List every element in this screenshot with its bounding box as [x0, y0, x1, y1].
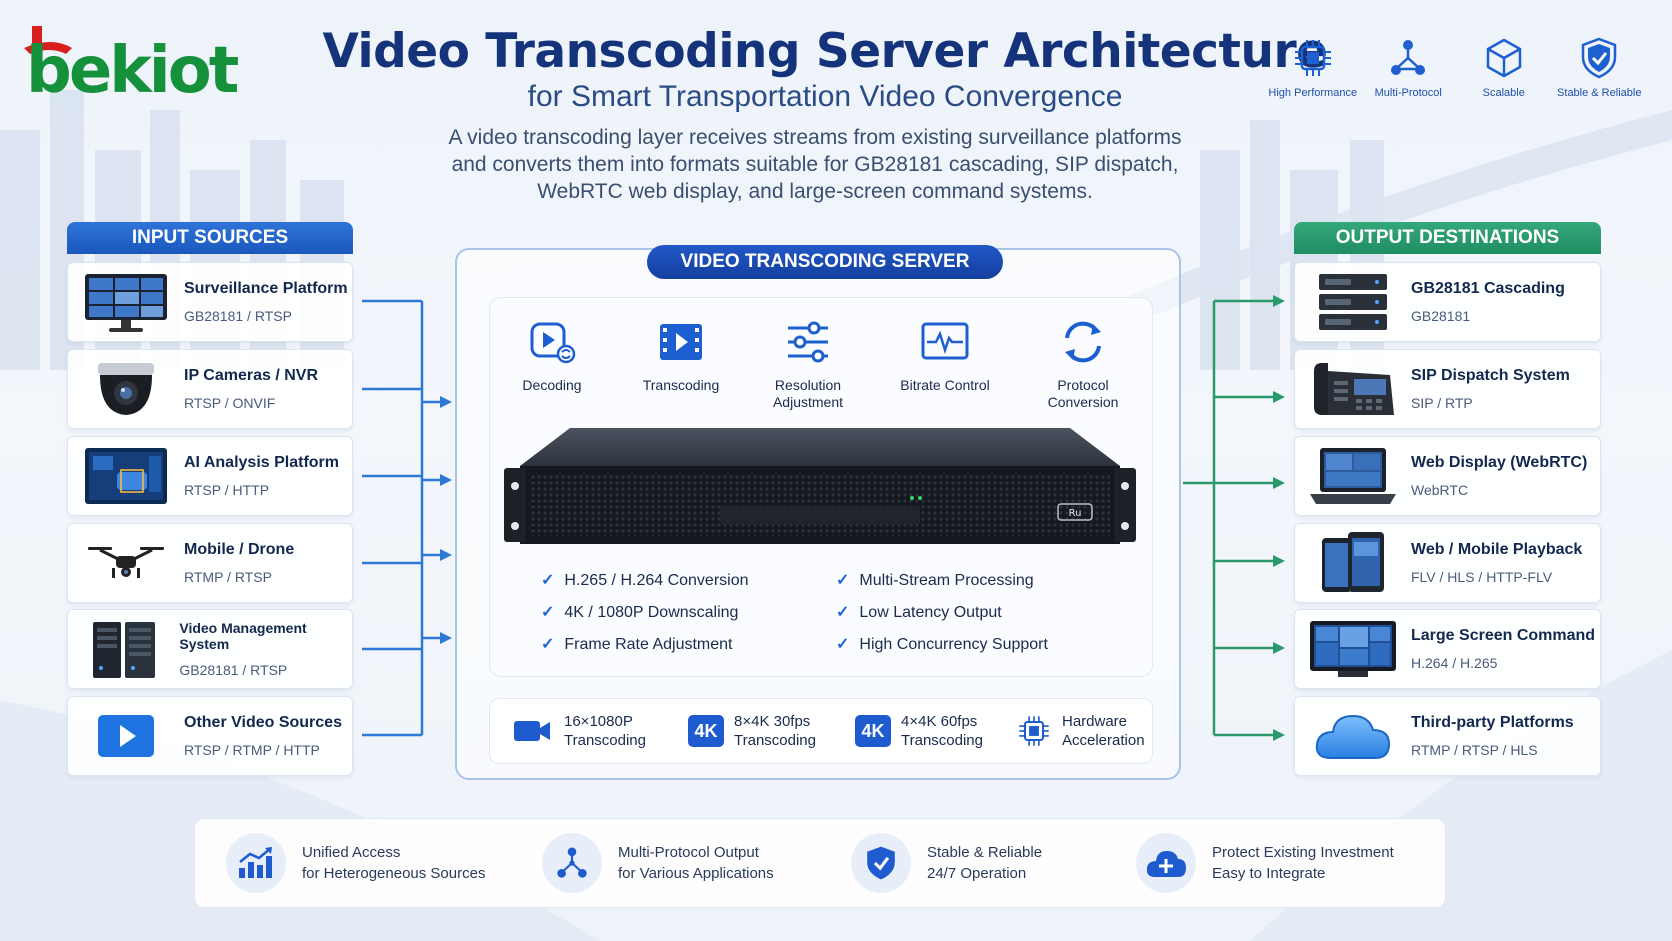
ip-phone-icon [1314, 363, 1394, 415]
server-stack-icon [1319, 274, 1387, 330]
function-protocol-conversion: Protocol Conversion [1023, 318, 1143, 411]
laptop-icon [1310, 448, 1396, 504]
check-item: ✓H.265 / H.264 Conversion [541, 572, 749, 589]
rack-server-device: Ru [504, 428, 1136, 544]
benefits-bar [194, 818, 1446, 908]
logo-text: bekiot [26, 34, 239, 102]
monitor-wall-icon [85, 274, 167, 332]
check-item: ✓Low Latency Output [836, 604, 1002, 621]
cloud-plus-icon [1146, 851, 1186, 877]
function-decoding: Decoding [492, 318, 612, 394]
chip-icon [1294, 40, 1331, 76]
film-icon [660, 324, 702, 360]
video-camera-icon [514, 721, 550, 741]
large-screen-icon [1310, 621, 1396, 677]
server-rack-icon [92, 622, 155, 678]
check-item: ✓High Concurrency Support [836, 636, 1048, 653]
page-subtitle: for Smart Transportation Video Convergen… [527, 80, 1123, 113]
ai-screen-icon [85, 448, 167, 504]
output-destinations-heading: OUTPUT DESTINATIONS [1294, 222, 1601, 254]
4k-badge-icon: 4K [688, 715, 724, 747]
feature-high-performance: High Performance [1265, 36, 1361, 106]
network-icon [557, 847, 587, 878]
input-sources-heading: INPUT SOURCES [67, 222, 353, 254]
feature-scalable: Scalable [1456, 36, 1552, 106]
check-item: ✓4K / 1080P Downscaling [541, 604, 739, 621]
shield-check-icon [1582, 37, 1617, 79]
mobile-devices-icon [1322, 532, 1384, 592]
output-web-display: Web Display (WebRTC)WebRTC [1294, 436, 1601, 516]
dome-camera-icon [98, 363, 154, 415]
bekiot-logo: bekiot [24, 26, 242, 102]
shield-check-icon [867, 846, 895, 880]
chip-icon [1019, 716, 1049, 746]
waveform-icon [921, 322, 969, 360]
check-item: ✓Frame Rate Adjustment [541, 636, 733, 653]
feature-stable-reliable: Stable & Reliable [1552, 36, 1648, 106]
input-name: Surveillance Platform [184, 280, 348, 297]
growth-chart-icon [239, 847, 272, 878]
device-badge: Ru [1069, 508, 1082, 519]
network-icon [1391, 40, 1426, 75]
page-title: Video Transcoding Server Architecture [322, 24, 1328, 79]
function-transcoding: Transcoding [621, 318, 741, 394]
feature-multi-protocol: Multi-Protocol [1361, 36, 1457, 106]
sync-icon [1065, 321, 1101, 363]
function-resolution-adjustment: Resolution Adjustment [748, 318, 868, 411]
feature-strip: High Performance Multi-Protocol Scalable… [1265, 36, 1647, 106]
4k-badge-icon: 4K [855, 715, 891, 747]
page-description: A video transcoding layer receives strea… [448, 126, 1182, 203]
transcoding-server-heading: VIDEO TRANSCODING SERVER [647, 245, 1003, 279]
function-bitrate-control: Bitrate Control [885, 318, 1005, 394]
input-protocol: GB28181 / RTSP [184, 308, 292, 324]
check-item: ✓Multi-Stream Processing [836, 572, 1034, 589]
sliders-icon [788, 321, 828, 363]
cloud-icon [1315, 714, 1391, 759]
play-icon [98, 715, 154, 757]
decode-icon [530, 322, 576, 364]
cube-icon [1486, 38, 1521, 78]
drone-icon [88, 547, 164, 578]
